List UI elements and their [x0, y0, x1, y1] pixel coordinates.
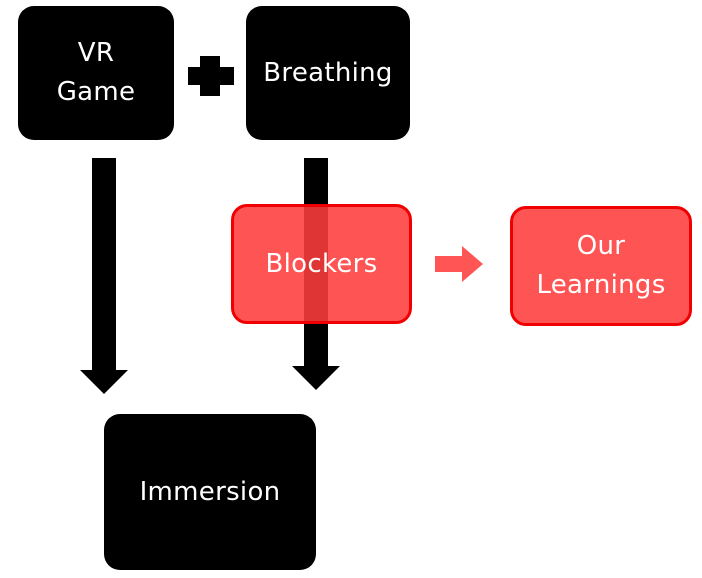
- plus-icon: [188, 56, 234, 96]
- arrow-blockers-to-learnings: [435, 246, 483, 282]
- node-our-learnings: Our Learnings: [510, 206, 692, 326]
- node-our-learnings-label: Our Learnings: [536, 231, 666, 300]
- node-breathing-label: Breathing: [263, 57, 393, 88]
- node-blockers-label: Blockers: [265, 248, 378, 279]
- node-breathing: Breathing: [246, 6, 410, 140]
- node-vr-game-label: VR Game: [56, 38, 136, 107]
- node-immersion-label: Immersion: [139, 476, 281, 507]
- arrow-vr-game-to-immersion: [80, 158, 128, 394]
- node-immersion: Immersion: [104, 414, 316, 570]
- node-blockers: Blockers: [231, 204, 412, 324]
- node-vr-game: VR Game: [18, 6, 174, 140]
